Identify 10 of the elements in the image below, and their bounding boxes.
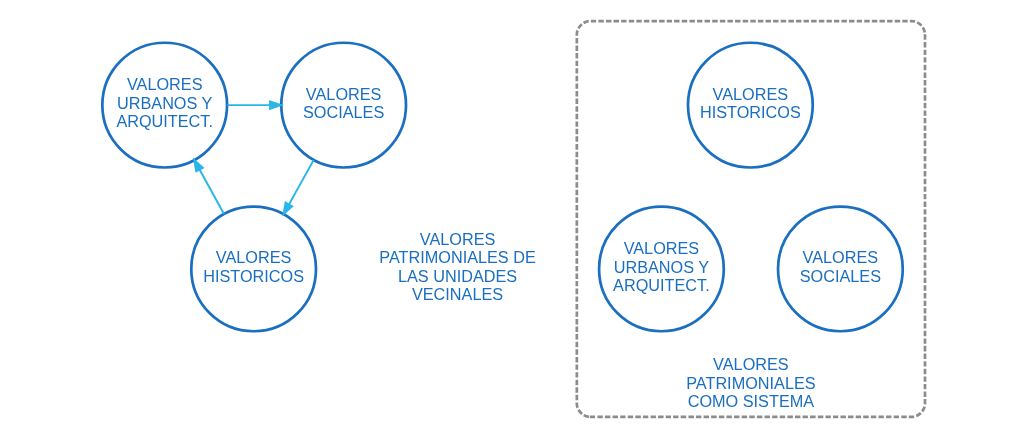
arrow <box>192 157 225 215</box>
node-circle: VALORES HISTORICOS <box>686 41 815 169</box>
label: VALORES PATRIMONIALES DE LAS UNIDADES VECINALES <box>379 230 536 304</box>
node-circle: VALORES URBANOS Y ARQUITECT. <box>597 205 726 333</box>
arrow <box>226 99 284 111</box>
arrow <box>282 159 315 217</box>
node-circle: VALORES SOCIALES <box>279 41 408 169</box>
node-circle: VALORES SOCIALES <box>776 205 905 333</box>
node-circle: VALORES HISTORICOS <box>189 205 318 333</box>
node-circle: VALORES URBANOS Y ARQUITECT. <box>101 41 229 169</box>
